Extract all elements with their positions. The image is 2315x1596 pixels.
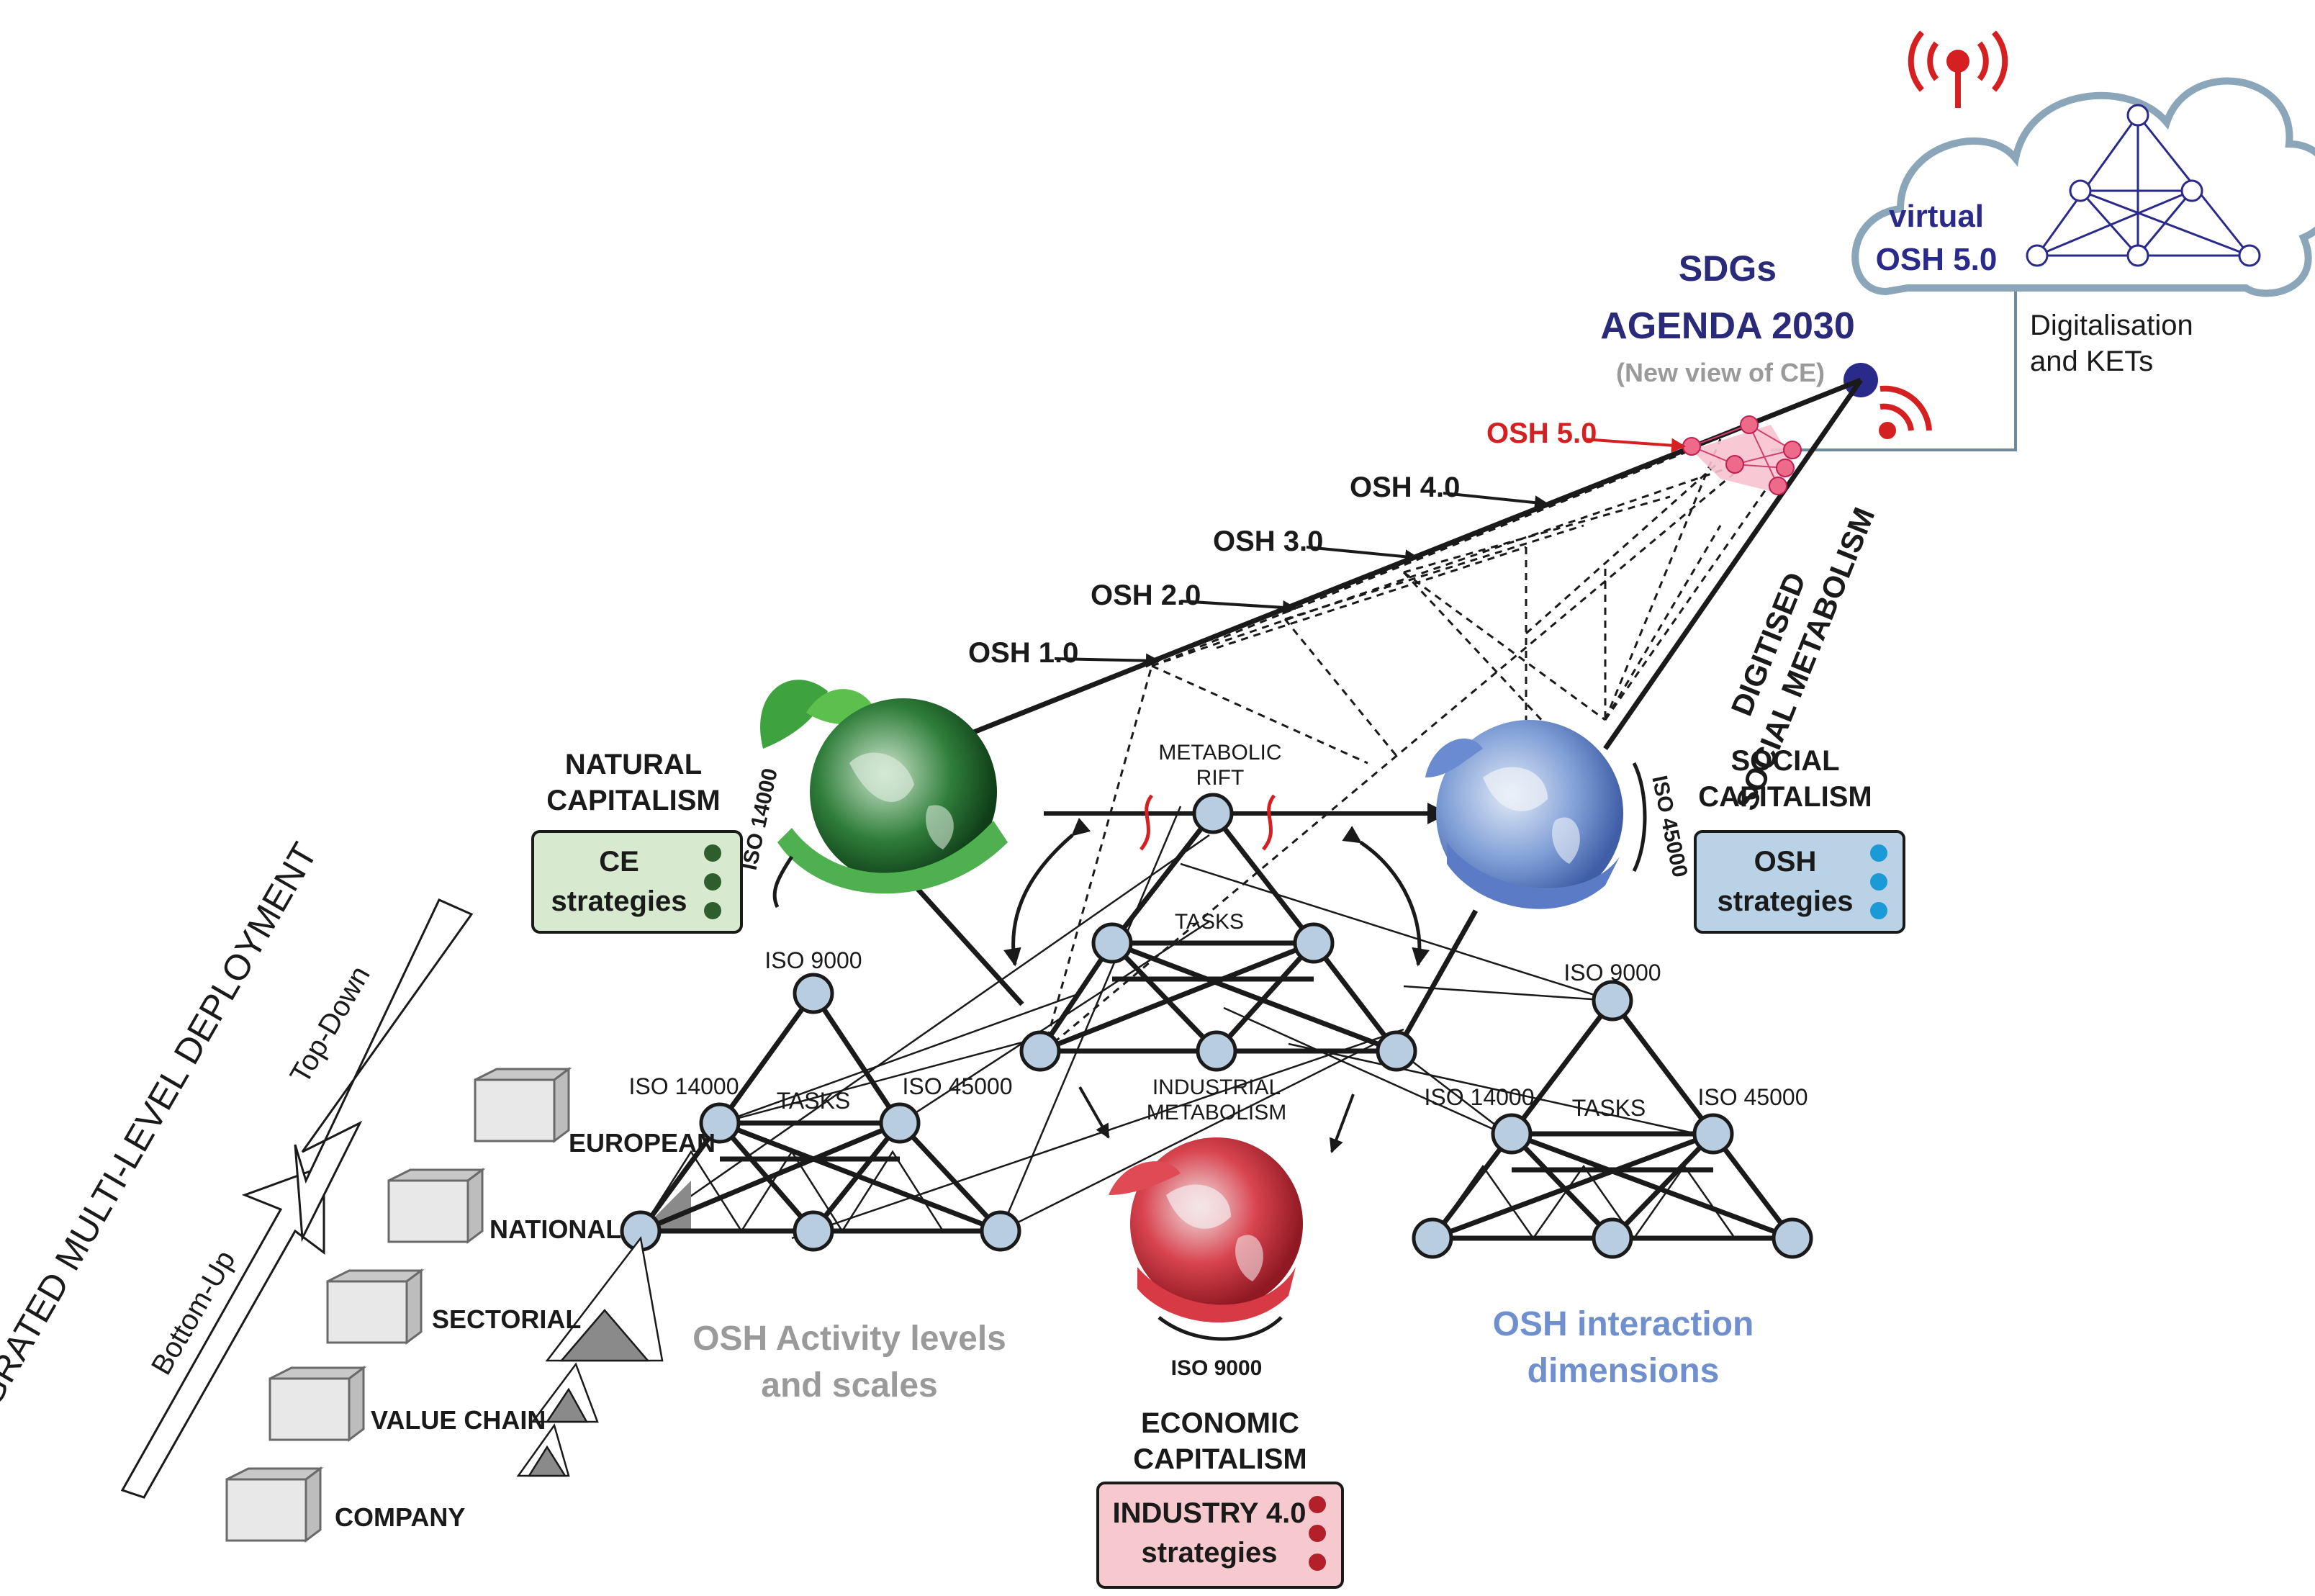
osh-level-5-arrow	[1583, 438, 1686, 453]
osh-level-1-arrow	[1054, 653, 1160, 668]
interaction-caption-1: OSH interaction	[1493, 1305, 1754, 1343]
apex-line-2: AGENDA 2030	[1600, 305, 1855, 347]
blue-globe	[1425, 720, 1647, 909]
natural-iso: ISO 14000	[738, 766, 782, 872]
red-globe	[1109, 1137, 1303, 1341]
level-european: EUROPEAN	[569, 1128, 716, 1158]
social-title-1: SOCIAL	[1730, 745, 1839, 777]
level-sectorial: SECTORIAL	[432, 1304, 581, 1334]
cloud-caption-2: and KETs	[2030, 346, 2153, 377]
cloud-caption-1: Digitalisation	[2030, 310, 2193, 341]
green-globe	[760, 680, 1008, 909]
left-iso-top: ISO 9000	[764, 947, 862, 973]
economic-iso: ISO 9000	[1171, 1356, 1263, 1380]
cube-national-icon	[387, 1168, 486, 1244]
right-tasks: TASKS	[1572, 1095, 1646, 1121]
natural-dot-3	[704, 902, 721, 919]
deployment-arrow	[120, 898, 474, 1499]
osh-level-4: OSH 4.0	[1350, 472, 1460, 503]
level-cube-icons	[225, 1067, 572, 1543]
cloud-connector	[1771, 292, 2017, 451]
economic-title-1: ECONOMIC	[1141, 1407, 1299, 1439]
economic-box-1: INDUSTRY 4.0	[1113, 1497, 1307, 1529]
economic-dot-1	[1309, 1496, 1326, 1513]
level-company: COMPANY	[335, 1502, 465, 1532]
osh-level-3-arrow	[1306, 546, 1420, 564]
cube-value-chain-icon	[268, 1366, 367, 1442]
right-iso-right: ISO 45000	[1698, 1084, 1808, 1110]
social-box-1: OSH	[1754, 846, 1817, 878]
economic-dot-2	[1309, 1525, 1326, 1542]
natural-box-2: strategies	[551, 885, 687, 917]
left-iso-right: ISO 45000	[903, 1073, 1013, 1099]
cloud-title-1: virtual	[1889, 199, 1984, 234]
natural-title-2: CAPITALISM	[546, 785, 720, 816]
osh-level-5: OSH 5.0	[1486, 418, 1597, 449]
activity-caption-2: and scales	[761, 1366, 937, 1405]
social-box-2: strategies	[1718, 885, 1854, 917]
osh-level-2-arrow	[1180, 600, 1297, 615]
cube-company-icon	[225, 1466, 324, 1543]
right-triangle-network	[1180, 862, 1813, 1259]
left-triangle-network	[620, 806, 1404, 1252]
cube-european-icon	[474, 1067, 572, 1143]
economic-box-2: strategies	[1142, 1537, 1278, 1569]
antenna-icon	[1908, 30, 2008, 108]
social-strategies-box: OSH strategies	[1694, 830, 1905, 934]
level-value-chain: VALUE CHAIN	[371, 1405, 546, 1435]
metabolic-rift-1: METABOLIC	[1158, 741, 1281, 765]
economic-strategies-box: INDUSTRY 4.0 strategies	[1096, 1482, 1344, 1589]
metabolic-rift-2: RIFT	[1196, 766, 1245, 790]
natural-dot-2	[704, 873, 721, 891]
dashed-links	[1042, 438, 1772, 1052]
level-national: NATIONAL	[489, 1214, 621, 1244]
industrial-metabolism-2: METABOLISM	[1147, 1101, 1286, 1124]
social-dot-3	[1870, 902, 1887, 919]
apex-line-1: SDGs	[1679, 248, 1777, 289]
natural-dot-1	[704, 844, 721, 862]
pyramid-right-edge	[1603, 379, 1863, 750]
interaction-caption-2: dimensions	[1527, 1352, 1720, 1390]
right-iso-left: ISO 14000	[1425, 1084, 1535, 1110]
natural-title-1: NATURAL	[565, 749, 702, 780]
center-triangle-network	[916, 793, 1479, 1153]
osh-level-4-arrow	[1443, 492, 1549, 510]
industrial-metabolism-1: INDUSTRIAL	[1152, 1076, 1281, 1099]
osh-level-2: OSH 2.0	[1091, 580, 1201, 611]
osh5-cluster	[1682, 415, 1802, 495]
social-iso: ISO 45000	[1647, 773, 1692, 879]
left-tasks: TASKS	[777, 1088, 851, 1114]
cloud-network-icon	[2026, 104, 2261, 267]
economic-dot-3	[1309, 1554, 1326, 1571]
apex-line-3: (New view of CE)	[1616, 358, 1825, 387]
cloud: virtual OSH 5.0 Digitalisation and KETs	[1771, 30, 2315, 451]
top-down-label: Top-Down	[284, 961, 376, 1089]
cube-sectorial-icon	[326, 1268, 425, 1345]
scale-triangles	[516, 1235, 664, 1477]
economic-title-2: CAPITALISM	[1133, 1443, 1307, 1475]
osh-level-3: OSH 3.0	[1213, 526, 1323, 557]
signal-icon	[1879, 385, 1932, 439]
social-dot-1	[1870, 844, 1887, 862]
social-dot-2	[1870, 873, 1887, 891]
social-title-2: CAPITALISM	[1698, 781, 1872, 813]
left-iso-left: ISO 14000	[629, 1073, 739, 1099]
center-tasks: TASKS	[1175, 910, 1244, 934]
cloud-title-2: OSH 5.0	[1876, 242, 1998, 277]
activity-caption-1: OSH Activity levels	[692, 1320, 1006, 1358]
right-iso-top: ISO 9000	[1563, 960, 1661, 986]
osh-level-1: OSH 1.0	[968, 637, 1078, 669]
natural-box-1: CE	[599, 846, 639, 878]
natural-strategies-box: CE strategies	[531, 830, 743, 934]
